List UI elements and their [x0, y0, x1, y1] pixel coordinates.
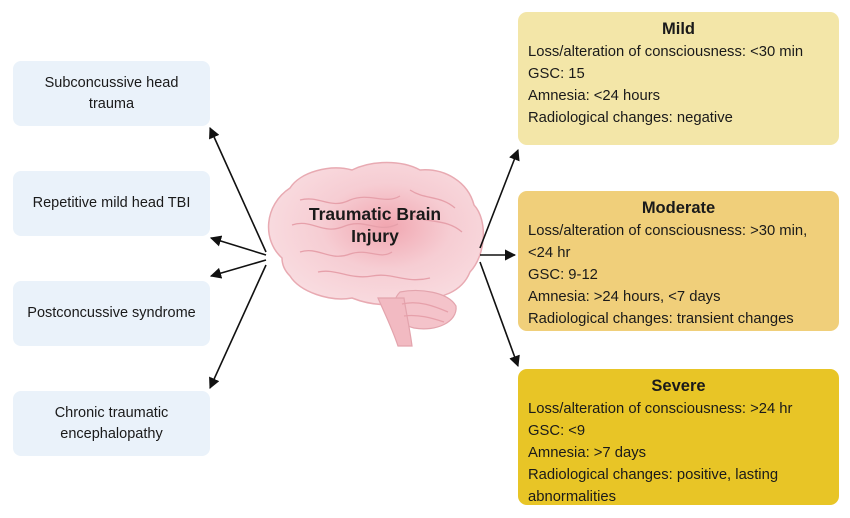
box-postconcussive-syndrome: Postconcussive syndrome [13, 281, 210, 346]
brain-illustration [267, 161, 485, 347]
severity-line: GSC: <9 [528, 423, 586, 439]
arrow-repetitive [209, 235, 267, 256]
arrow-severe [479, 261, 520, 368]
severity-line: Amnesia: >24 hours, <7 days [528, 289, 721, 305]
box-label: Repetitive mild head TBI [32, 195, 191, 211]
severity-line: GSC: 9-12 [528, 267, 598, 283]
severity-heading: Severe [651, 377, 706, 395]
severity-line: Loss/alteration of consciousness: <30 mi… [528, 44, 804, 60]
left-arrows [209, 126, 267, 390]
arrow-mild [479, 148, 520, 249]
box-label: Subconcussive head trauma [44, 74, 179, 112]
severity-box-mild: Mild Loss/alteration of consciousness: <… [518, 12, 839, 145]
brain-cerebrum [267, 161, 485, 306]
severity-line: Radiological changes: positive, lasting … [528, 467, 779, 505]
severity-line: GSC: 15 [528, 66, 585, 82]
severity-line: Radiological changes: transient changes [528, 311, 794, 327]
box-subconcussive-head-trauma: Subconcussive head trauma [13, 61, 210, 126]
severity-line: Amnesia: <24 hours [528, 88, 661, 104]
severity-line: Loss/alteration of consciousness: >24 hr [528, 401, 793, 417]
severity-heading: Moderate [641, 199, 716, 217]
box-label: Chronic traumatic encephalopathy [54, 404, 169, 442]
box-repetitive-mild-head-tbi: Repetitive mild head TBI [13, 171, 210, 236]
arrow-subconcussive [209, 126, 267, 253]
right-arrows [479, 148, 520, 368]
severity-box-severe: Severe Loss/alteration of consciousness:… [518, 369, 839, 505]
arrow-postconcussive [209, 259, 267, 279]
brain-folds [291, 189, 463, 323]
severity-box-moderate: Moderate Loss/alteration of consciousnes… [518, 191, 839, 331]
severity-heading: Mild [662, 20, 695, 38]
brain-stem [377, 297, 413, 347]
center-title: Traumatic Brain Injury [308, 204, 442, 246]
box-chronic-traumatic-encephalopathy: Chronic traumatic encephalopathy [13, 391, 210, 456]
severity-line: Radiological changes: negative [528, 110, 733, 126]
severity-line: Amnesia: >7 days [528, 445, 647, 461]
severity-line: Loss/alteration of consciousness: >30 mi… [528, 223, 808, 261]
box-label: Postconcussive syndrome [27, 305, 196, 321]
arrow-cte [209, 264, 267, 390]
